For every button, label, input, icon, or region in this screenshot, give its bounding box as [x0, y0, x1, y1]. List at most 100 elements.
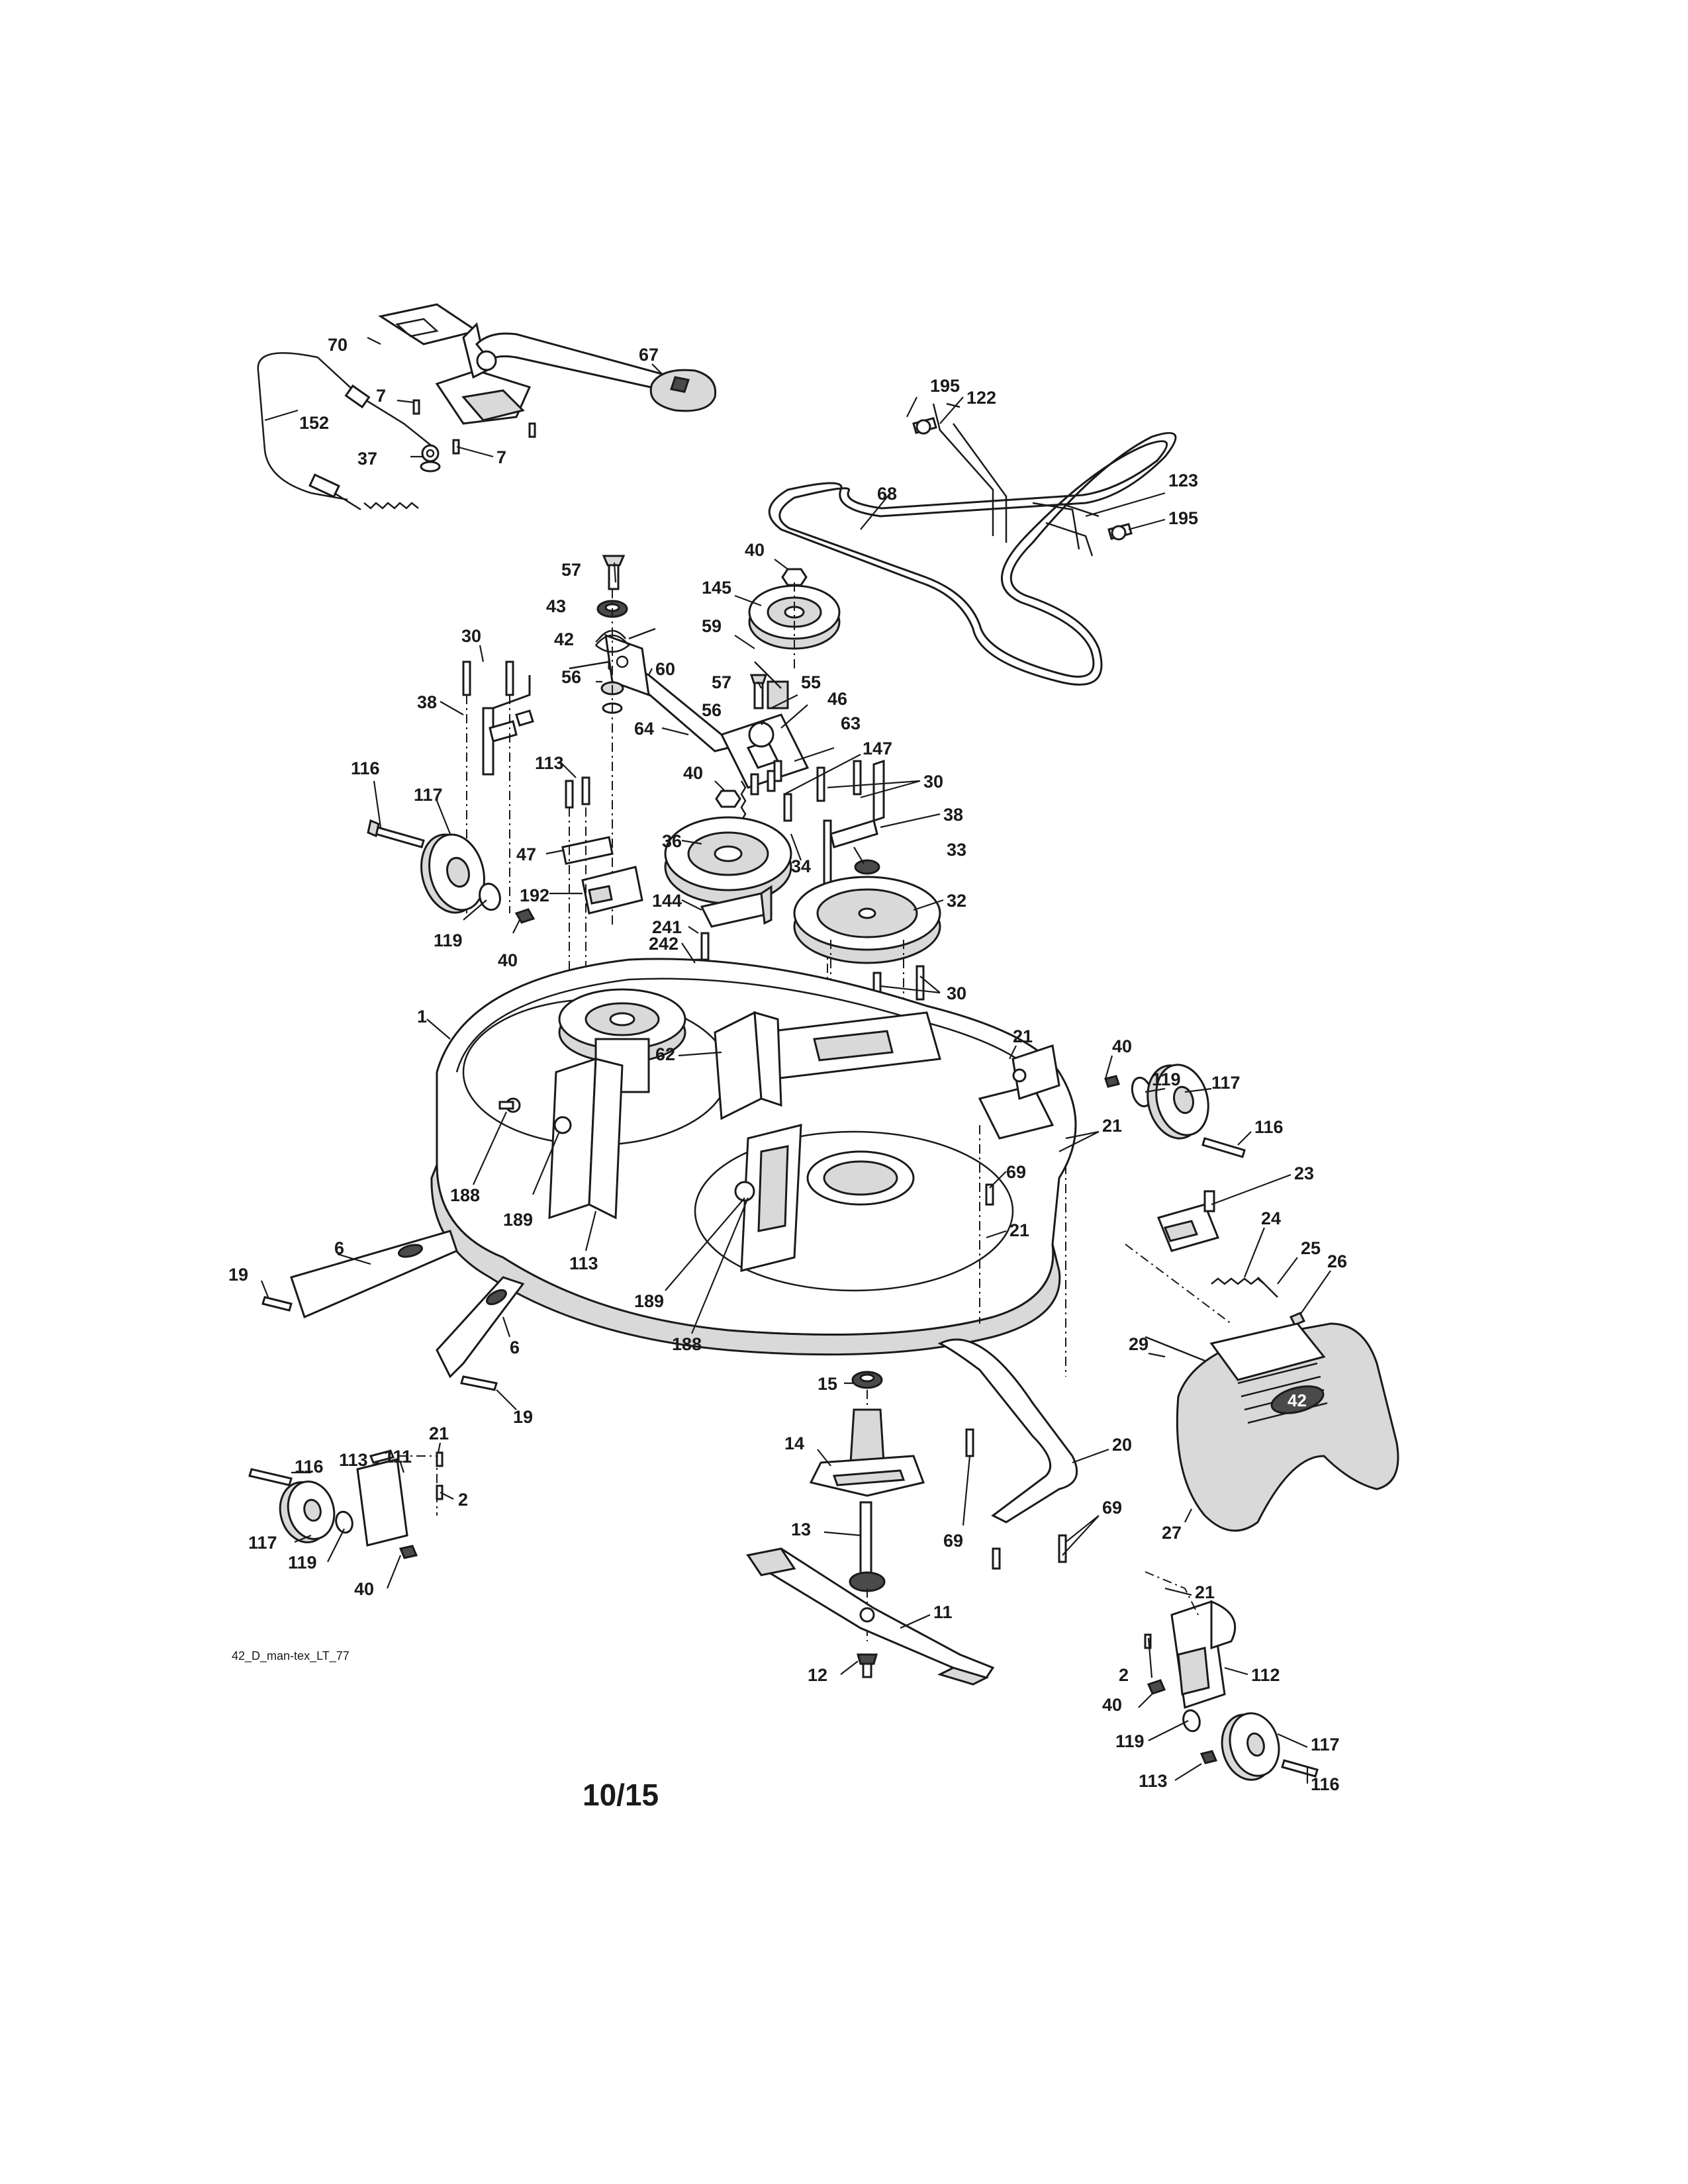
callout-21: 21 — [1009, 1220, 1029, 1240]
discharge-chute: 42 — [1176, 1322, 1399, 1532]
gauge-wheel-lower-left — [248, 1449, 444, 1559]
callout-119: 119 — [1152, 1069, 1181, 1089]
drive-belt — [768, 432, 1177, 686]
callout-21: 21 — [429, 1424, 449, 1443]
callout-69: 69 — [943, 1531, 963, 1551]
callout-47: 47 — [516, 844, 536, 864]
callout-60: 60 — [655, 659, 675, 679]
bracket-47-192 — [561, 776, 643, 979]
callout-111: 111 — [384, 1447, 412, 1467]
callout-12: 12 — [808, 1665, 827, 1685]
deck-bracket-right — [978, 1044, 1066, 1377]
pulley-32-and-washer-33 — [793, 859, 941, 1178]
gauge-wheel-lower-right — [1144, 1571, 1319, 1781]
gauge-wheel-upper-right — [1104, 1064, 1246, 1158]
callout-68: 68 — [877, 484, 897, 504]
callout-69: 69 — [1102, 1498, 1122, 1518]
callout-69: 69 — [1006, 1162, 1026, 1182]
callout-21: 21 — [1102, 1116, 1122, 1136]
callout-119: 119 — [1115, 1731, 1145, 1751]
callout-64: 64 — [634, 719, 654, 739]
callout-59: 59 — [702, 616, 722, 636]
callout-40: 40 — [1102, 1695, 1122, 1715]
callout-34: 34 — [791, 856, 811, 876]
callout-144: 144 — [652, 891, 682, 911]
callout-27: 27 — [1162, 1523, 1182, 1543]
bracket-144 — [700, 885, 773, 928]
callout-152: 152 — [299, 413, 329, 433]
callout-119: 119 — [434, 931, 463, 950]
callout-40: 40 — [683, 763, 703, 783]
callout-labels: 70 67 7 152 37 7 195 122 68 123 195 40 5… — [228, 335, 1347, 1794]
callout-195: 195 — [930, 376, 960, 396]
callout-11: 11 — [933, 1602, 953, 1622]
callout-42: 42 — [554, 629, 574, 649]
callout-23: 23 — [1294, 1163, 1314, 1183]
callout-38: 38 — [943, 805, 963, 825]
callout-241: 241 — [652, 917, 682, 937]
callout-242: 242 — [649, 934, 679, 954]
callout-7: 7 — [496, 447, 506, 467]
belt-guides — [912, 402, 1133, 557]
callout-192: 192 — [520, 886, 549, 905]
callout-26: 26 — [1327, 1251, 1347, 1271]
callout-13: 13 — [791, 1520, 811, 1539]
deck-hanger-bracket-6 — [261, 1230, 525, 1391]
callout-189: 189 — [634, 1291, 664, 1311]
callout-19: 19 — [513, 1407, 533, 1427]
callout-55: 55 — [801, 672, 821, 692]
callout-117: 117 — [248, 1533, 277, 1553]
callout-195: 195 — [1168, 508, 1198, 528]
callout-29: 29 — [1129, 1334, 1149, 1354]
callout-20: 20 — [1112, 1435, 1132, 1455]
callout-113: 113 — [569, 1253, 598, 1273]
idler-pulley-upper — [748, 568, 841, 668]
callout-40: 40 — [498, 950, 518, 970]
callout-116: 116 — [1311, 1774, 1340, 1794]
callout-70: 70 — [328, 335, 348, 355]
gauge-wheel-upper-left — [367, 819, 536, 924]
callout-188: 188 — [672, 1334, 702, 1354]
callout-40: 40 — [1112, 1036, 1132, 1056]
callout-7: 7 — [376, 386, 386, 406]
callout-57: 57 — [712, 672, 731, 692]
callout-122: 122 — [966, 388, 996, 408]
callout-30: 30 — [461, 626, 481, 646]
callout-117: 117 — [1311, 1735, 1340, 1754]
callout-56: 56 — [702, 700, 722, 720]
callout-21: 21 — [1013, 1026, 1033, 1046]
idler-arm-assembly — [720, 661, 810, 821]
callout-123: 123 — [1168, 471, 1198, 490]
callout-15: 15 — [818, 1374, 837, 1394]
callout-43: 43 — [546, 596, 566, 616]
callout-30: 30 — [923, 772, 943, 792]
callout-56: 56 — [561, 667, 581, 687]
callout-32: 32 — [947, 891, 966, 911]
callout-6: 6 — [334, 1238, 344, 1258]
callout-62: 62 — [655, 1044, 675, 1064]
deck-size-badge: 42 — [1288, 1390, 1307, 1410]
callout-36: 36 — [662, 831, 682, 851]
callout-117: 117 — [414, 785, 443, 805]
callout-147: 147 — [863, 739, 892, 758]
cutting-blade — [745, 1547, 995, 1686]
lift-handle-assembly — [257, 303, 671, 511]
callout-116: 116 — [295, 1457, 324, 1477]
callout-116: 116 — [1254, 1117, 1284, 1137]
callout-145: 145 — [702, 578, 731, 598]
callout-30: 30 — [947, 983, 966, 1003]
callout-40: 40 — [354, 1579, 374, 1599]
callout-63: 63 — [841, 713, 861, 733]
spindle-assembly — [809, 1371, 925, 1641]
blade-bolt — [857, 1653, 878, 1678]
callout-112: 112 — [1251, 1665, 1280, 1685]
callout-117: 117 — [1211, 1073, 1241, 1093]
callout-38: 38 — [417, 692, 437, 712]
callout-116: 116 — [351, 758, 380, 778]
spring-and-washers-42-43-56-57 — [595, 555, 656, 927]
lift-handle-knob — [649, 369, 717, 412]
callout-113: 113 — [535, 753, 564, 773]
callout-2: 2 — [1119, 1665, 1129, 1685]
